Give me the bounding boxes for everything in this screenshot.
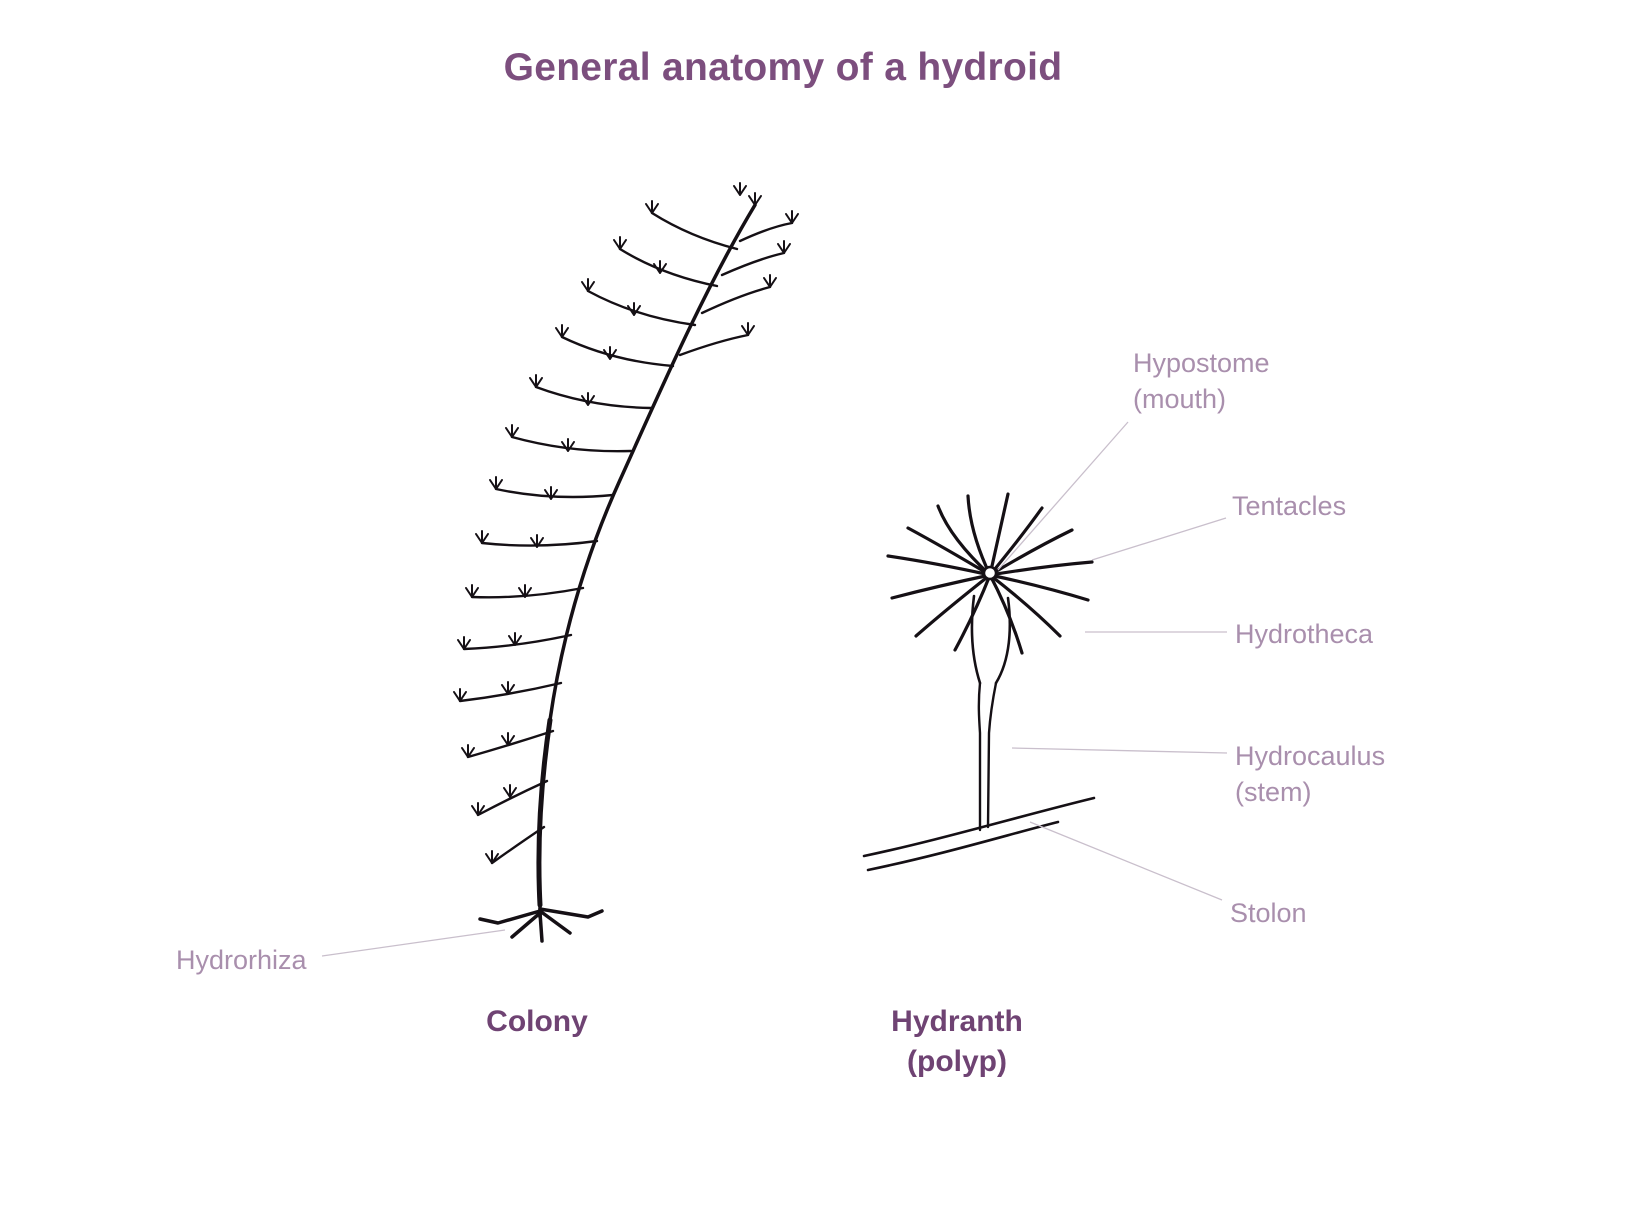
hydranth-hydrotheca bbox=[970, 594, 1012, 685]
label-hydrotheca: Hydrotheca bbox=[1235, 619, 1374, 649]
label-tentacles: Tentacles bbox=[1232, 491, 1347, 521]
hydranth-illustration bbox=[862, 492, 1096, 872]
label-stolon: Stolon bbox=[1230, 898, 1307, 928]
colony-polyps bbox=[453, 182, 799, 864]
caption-hydranth: Hydranth (polyp) bbox=[891, 1005, 1023, 1078]
colony-hydrorhiza-roots bbox=[478, 901, 604, 943]
label-hydrorhiza: Hydrorhiza bbox=[176, 945, 307, 975]
label-hydrocaulus: Hydrocaulus (stem) bbox=[1235, 741, 1386, 807]
hydranth-hypostome bbox=[982, 565, 998, 581]
colony-stem-lower bbox=[536, 717, 553, 908]
page-title: General anatomy of a hydroid bbox=[503, 46, 1063, 89]
colony-stem-upper bbox=[548, 203, 757, 722]
caption-colony: Colony bbox=[486, 1005, 588, 1038]
hydranth-hydrocaulus bbox=[977, 681, 998, 832]
label-hypostome: Hypostome (mouth) bbox=[1133, 348, 1270, 414]
colony-illustration bbox=[453, 182, 799, 943]
colony-branches bbox=[458, 211, 794, 865]
